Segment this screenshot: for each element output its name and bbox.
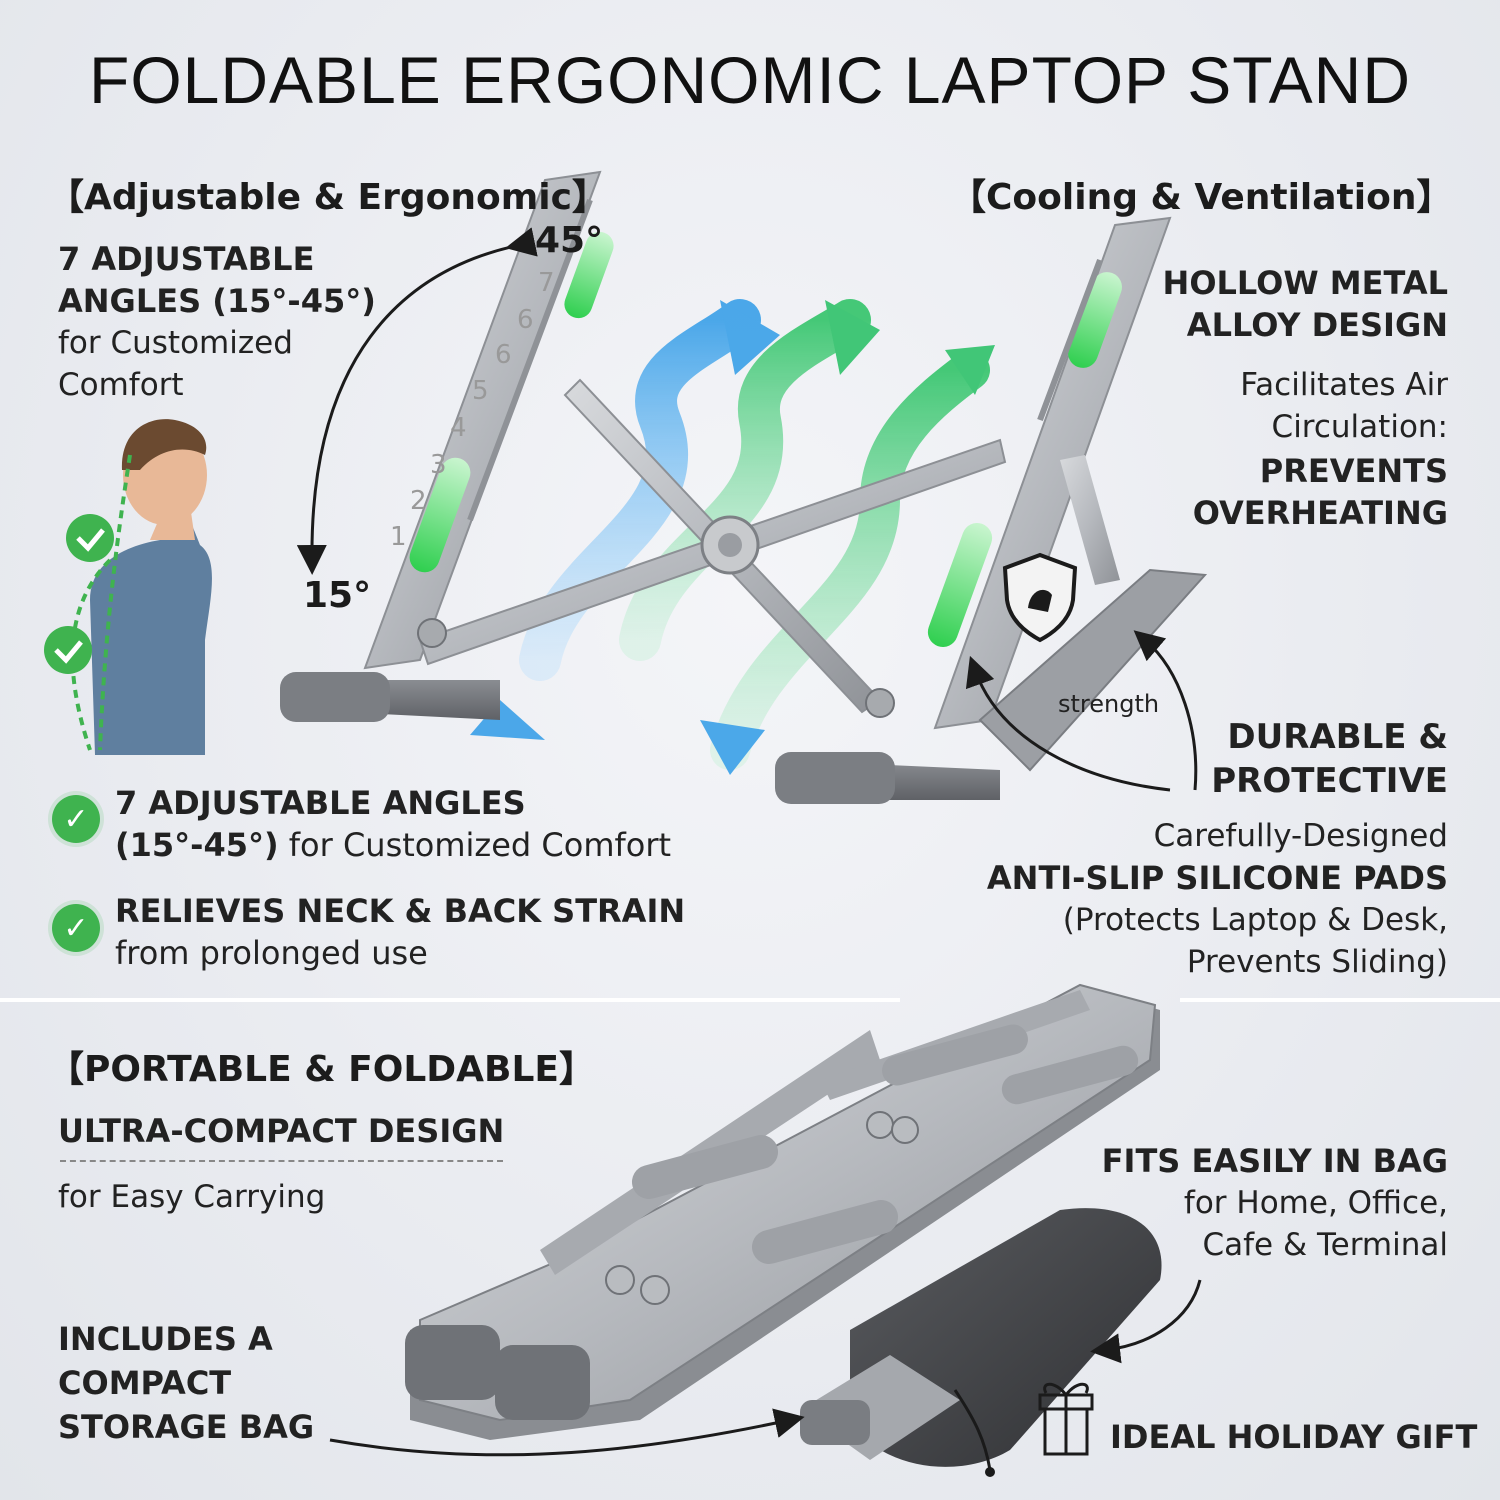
cooling-line-6: OVERHEATING [1192,494,1448,532]
benefit-1-rest: for Customized Comfort [278,826,672,864]
adjustable-line-1: 7 ADJUSTABLE [58,240,315,278]
angle-arc-arrow [296,227,538,575]
durable-line-2: PROTECTIVE [1211,761,1448,801]
angle-step-2: 2 [410,486,427,516]
bag-line-2: COMPACT [58,1364,232,1402]
page-title: FOLDABLE ERGONOMIC LAPTOP STAND [89,43,1411,117]
posture-check-icon-1 [66,514,114,562]
fits-line-3: Cafe & Terminal [1202,1227,1448,1263]
cooling-line-4: Circulation: [1271,409,1448,445]
benefit-check-icon-2: ✓ [52,904,100,952]
portable-heading: 【PORTABLE & FOLDABLE】 [48,1049,595,1090]
gift-label: IDEAL HOLIDAY GIFT [1110,1418,1478,1456]
portable-line-2: for Easy Carrying [58,1179,326,1215]
bag-arrow-left [329,1408,805,1457]
shield-strength-icon [1002,552,1078,643]
bag-line-3: STORAGE BAG [58,1408,315,1446]
portable-dashed-divider [60,1160,503,1162]
angle-step-1: 1 [390,522,407,552]
durable-line-6: Prevents Sliding) [1186,944,1448,980]
angle-step-4: 4 [450,413,467,443]
durable-line-4: ANTI-SLIP SILICONE PADS [986,859,1448,897]
strength-arrow-left [965,655,1171,792]
cooling-heading: 【Cooling & Ventilation】 [950,177,1453,218]
strength-arrow-right [1133,630,1198,791]
fits-line-2: for Home, Office, [1183,1185,1448,1221]
cooling-line-5: PREVENTS [1259,452,1448,490]
benefit-2-title: RELIEVES NECK & BACK STRAIN [115,892,686,930]
bag-line-1: INCLUDES A [58,1320,273,1358]
cooling-line-2: ALLOY DESIGN [1186,306,1448,344]
benefit-1-title: 7 ADJUSTABLE ANGLES [115,784,526,822]
adjustable-line-3: for Customized [58,325,293,361]
angle-min-label: 15° [303,575,372,616]
section-divider-right [1180,998,1500,1002]
bag-arrow-right [1090,1279,1202,1364]
durable-line-1: DURABLE & [1227,717,1448,757]
portable-line-1: ULTRA-COMPACT DESIGN [58,1112,505,1150]
stand-cross-braces [417,378,1007,718]
adjustable-line-2: ANGLES (15°-45°) [58,282,376,320]
angle-max-label: 45° [535,220,604,261]
gift-icon [1038,1382,1094,1456]
benefit-check-icon-1: ✓ [52,795,100,843]
angle-step-3: 3 [430,450,447,480]
angle-step-7: 7 [538,268,555,298]
person-illustration [70,419,212,755]
benefit-1-detail: (15°-45°) for Customized Comfort [115,824,671,866]
angle-step-6a: 6 [517,305,534,335]
folded-stand [405,983,1160,1440]
stand-base [280,455,1208,804]
cooling-line-1: HOLLOW METAL [1162,264,1448,302]
benefit-2-detail: from prolonged use [115,934,428,972]
section-divider-left [0,998,900,1002]
angle-step-6b: 6 [495,340,512,370]
durable-line-3: Carefully-Designed [1153,818,1448,854]
adjustable-line-4: Comfort [58,367,184,403]
storage-bag [800,1208,1162,1477]
angle-step-5: 5 [472,376,489,406]
durable-line-5: (Protects Laptop & Desk, [1062,902,1448,938]
cooling-line-3: Facilitates Air [1240,367,1448,403]
fits-line-1: FITS EASILY IN BAG [1101,1142,1448,1180]
strength-label: strength [1058,690,1160,718]
adjustable-heading: 【Adjustable & Ergonomic】 [48,177,608,218]
posture-check-icon-2 [44,626,92,674]
benefit-1-range: (15°-45°) [115,826,279,864]
